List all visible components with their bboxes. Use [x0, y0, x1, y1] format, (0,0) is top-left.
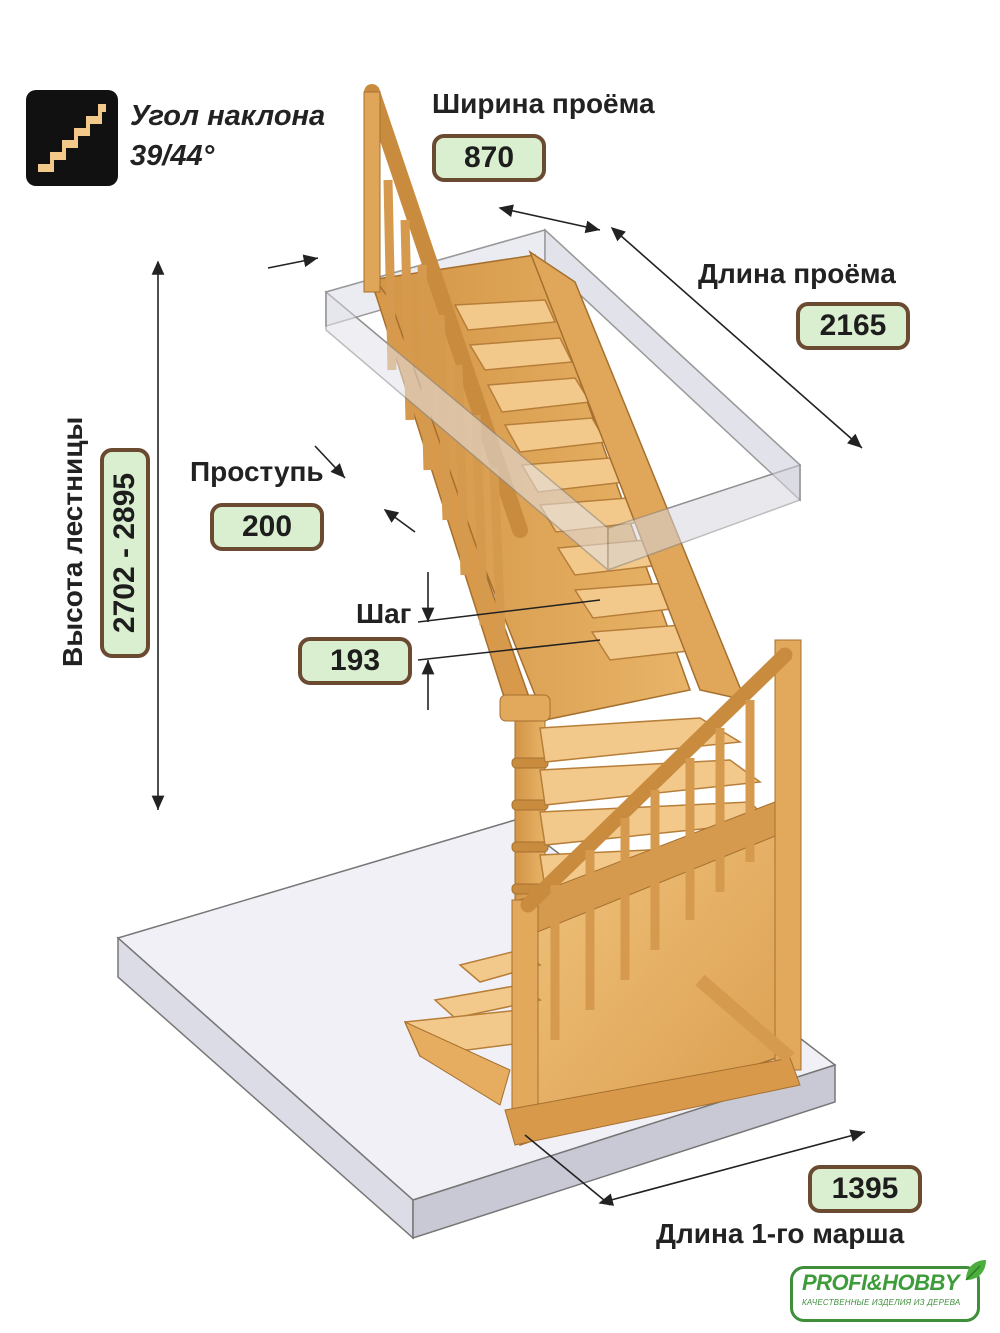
opening-width-label: Ширина проёма — [432, 88, 655, 119]
step-value: 193 — [298, 637, 412, 685]
opening-length-label: Длина проёма — [698, 258, 896, 289]
logo-tagline: КАЧЕСТВЕННЫЕ ИЗДЕЛИЯ ИЗ ДЕРЕВА — [802, 1298, 961, 1307]
angle-title: Угол наклона — [130, 100, 326, 132]
opening-width-value: 870 — [432, 134, 546, 182]
stair-height-value-box: 2702 - 2895 — [100, 448, 150, 658]
stair-height-value: 2702 - 2895 — [108, 472, 141, 634]
upper-balusters — [383, 179, 508, 676]
leaf-icon — [965, 1260, 986, 1281]
dimension-lines — [151, 204, 866, 1206]
upper-opening-frame-front — [325, 290, 801, 572]
logo-frame — [790, 1266, 980, 1322]
tread-label: Проступь — [190, 456, 324, 487]
stairs-icon — [26, 90, 118, 186]
upper-treads — [453, 299, 699, 661]
opening-length-value: 2165 — [796, 302, 910, 350]
angle-value: 39/44° — [130, 140, 215, 172]
brand-logo: PROFI&HOBBY КАЧЕСТВЕННЫЕ ИЗДЕЛИЯ ИЗ ДЕРЕ… — [790, 1260, 990, 1326]
logo-name: PROFI&HOBBY — [802, 1270, 960, 1295]
step-label: Шаг — [356, 598, 412, 629]
tread-value: 200 — [210, 503, 324, 551]
stair-height-label: Высота лестницы — [57, 416, 88, 667]
lower-balusters — [550, 700, 755, 1040]
lower-flight — [403, 639, 802, 1147]
angle-label: Угол наклона 39/44° — [130, 96, 325, 176]
first-flight-value: 1395 — [808, 1165, 922, 1213]
first-flight-label: Длина 1-го марша — [656, 1218, 905, 1249]
